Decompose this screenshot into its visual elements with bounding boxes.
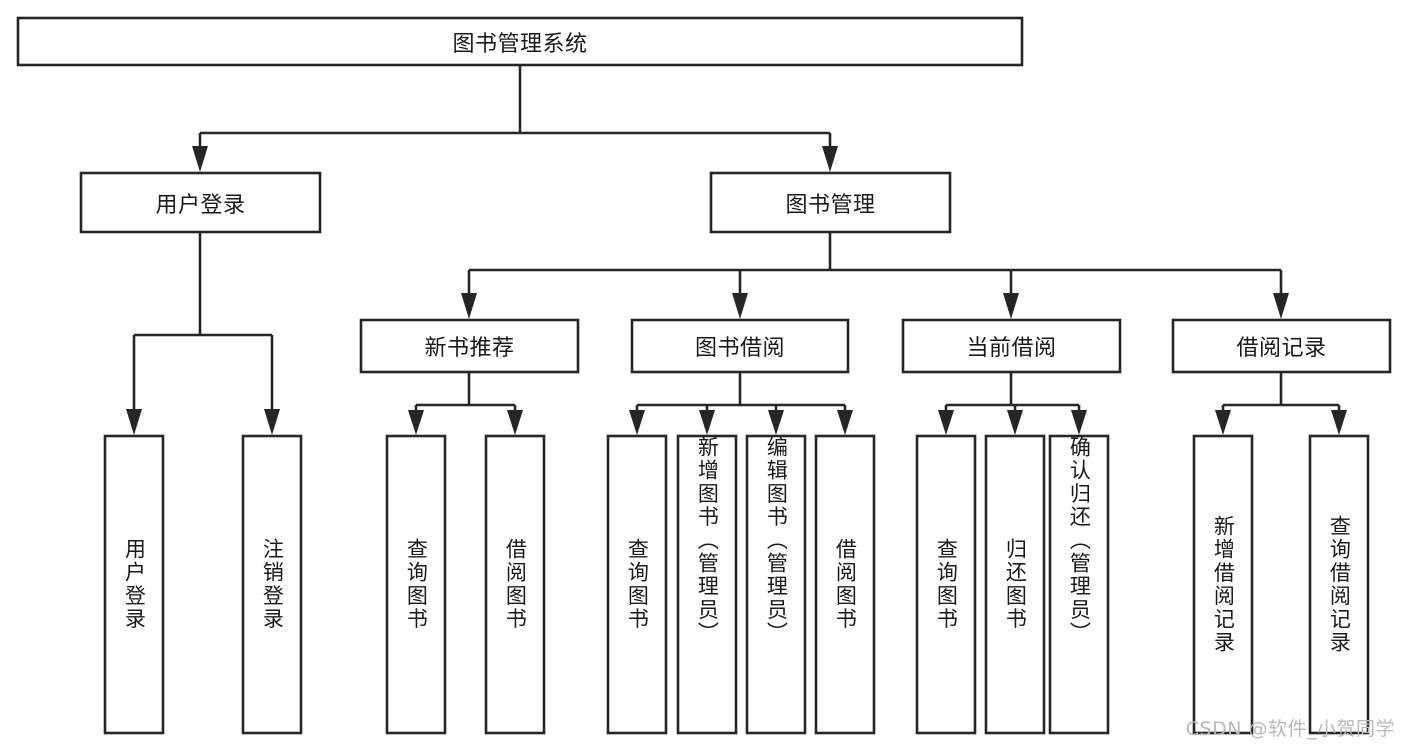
node-box-leaf-new-book-0[interactable]: [385, 434, 447, 735]
arrow-head-icon: [699, 410, 715, 435]
arrow-head-icon: [1215, 410, 1231, 435]
node-box-leaf-borrow-record-1[interactable]: [1308, 434, 1370, 735]
arrow-head-icon: [264, 409, 280, 435]
node-box-book-borrow[interactable]: [630, 318, 850, 374]
node-box-new-book-recommend[interactable]: [359, 318, 580, 374]
node-box-leaf-new-book-1[interactable]: [484, 434, 546, 735]
node-box-root[interactable]: [16, 16, 1024, 67]
arrow-head-icon: [822, 146, 838, 172]
arrow-head-icon: [1003, 293, 1019, 319]
node-box-leaf-current-borrow-1[interactable]: [984, 434, 1046, 735]
node-box-leaf-user-login-0[interactable]: [103, 434, 165, 735]
node-box-borrow-record[interactable]: [1171, 318, 1392, 374]
node-box-leaf-current-borrow-0[interactable]: [915, 434, 977, 735]
node-box-book-management[interactable]: [709, 171, 952, 234]
connector-book-borrow-to-leaves: [629, 372, 853, 435]
connector-root-to-level2: [192, 65, 838, 172]
node-box-leaf-borrow-book-0[interactable]: [606, 434, 668, 735]
connector-current-borrow-to-leaves: [938, 372, 1087, 435]
arrow-head-icon: [1007, 410, 1023, 435]
arrow-head-icon: [1071, 410, 1087, 435]
arrow-head-icon: [732, 293, 748, 319]
arrow-head-icon: [507, 410, 523, 435]
arrow-head-icon: [408, 410, 424, 435]
node-box-leaf-borrow-book-3[interactable]: [814, 434, 876, 735]
arrow-head-icon: [1273, 293, 1289, 319]
arrow-head-icon: [629, 410, 645, 435]
node-box-current-borrow[interactable]: [901, 318, 1122, 374]
connector-new-book-to-leaves: [408, 372, 523, 435]
node-box-leaf-user-login-1[interactable]: [241, 434, 303, 735]
node-box-leaf-borrow-record-0[interactable]: [1192, 434, 1254, 735]
arrow-head-icon: [768, 410, 784, 435]
node-box-leaf-borrow-book-2[interactable]: [745, 434, 807, 735]
arrow-head-icon: [192, 146, 208, 172]
node-box-user-login[interactable]: [79, 171, 322, 234]
connector-user-login-to-leaves: [126, 232, 280, 435]
connector-borrow-record-to-leaves: [1215, 372, 1347, 435]
node-box-leaf-current-borrow-2[interactable]: [1048, 434, 1110, 735]
arrow-head-icon: [126, 409, 142, 435]
connector-book-management-to-level3: [461, 232, 1289, 319]
arrow-head-icon: [1331, 410, 1347, 435]
arrow-head-icon: [837, 410, 853, 435]
arrow-head-icon: [938, 410, 954, 435]
node-box-leaf-borrow-book-1[interactable]: [676, 434, 738, 735]
arrow-head-icon: [461, 293, 477, 319]
